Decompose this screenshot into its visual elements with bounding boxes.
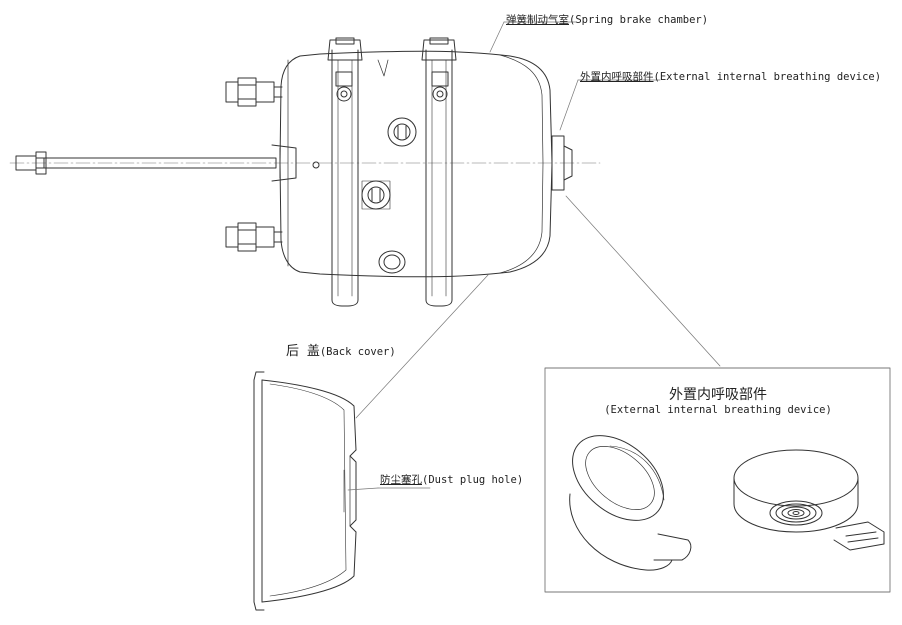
label-dust-plug-hole-en: (Dust plug hole) bbox=[422, 474, 524, 486]
inset-title-en: (External internal breathing device) bbox=[604, 404, 832, 416]
back-cover bbox=[253, 371, 357, 611]
label-breathing-device-cn: 外置内呼吸部件 bbox=[580, 71, 654, 83]
label-spring-brake-chamber: 弹簧制动气室(Spring brake chamber) bbox=[506, 14, 708, 26]
chamber-body bbox=[279, 37, 573, 307]
inset-frame bbox=[544, 367, 891, 593]
label-dust-plug-hole: 防尘塞孔(Dust plug hole) bbox=[380, 474, 523, 486]
inset-title-cn: 外置内呼吸部件 bbox=[669, 387, 767, 403]
label-breathing-device-en: (External internal breathing device) bbox=[653, 71, 882, 83]
mounting-stud-bottom bbox=[225, 222, 283, 252]
label-spring-brake-chamber-en: (Spring brake chamber) bbox=[569, 14, 709, 26]
label-breathing-device: 外置内呼吸部件(External internal breathing devi… bbox=[580, 71, 881, 83]
label-back-cover: 后 盖(Back cover) bbox=[286, 344, 396, 359]
breathing-device-disk bbox=[733, 449, 885, 551]
leader-lines bbox=[347, 21, 721, 491]
label-spring-brake-chamber-cn: 弹簧制动气室 bbox=[506, 14, 569, 26]
mounting-stud-top bbox=[225, 77, 283, 107]
label-back-cover-en: (Back cover) bbox=[319, 346, 396, 358]
label-dust-plug-hole-cn: 防尘塞孔 bbox=[380, 474, 422, 486]
breathing-device-cup bbox=[569, 435, 692, 571]
label-back-cover-cn: 后 盖 bbox=[286, 344, 320, 359]
